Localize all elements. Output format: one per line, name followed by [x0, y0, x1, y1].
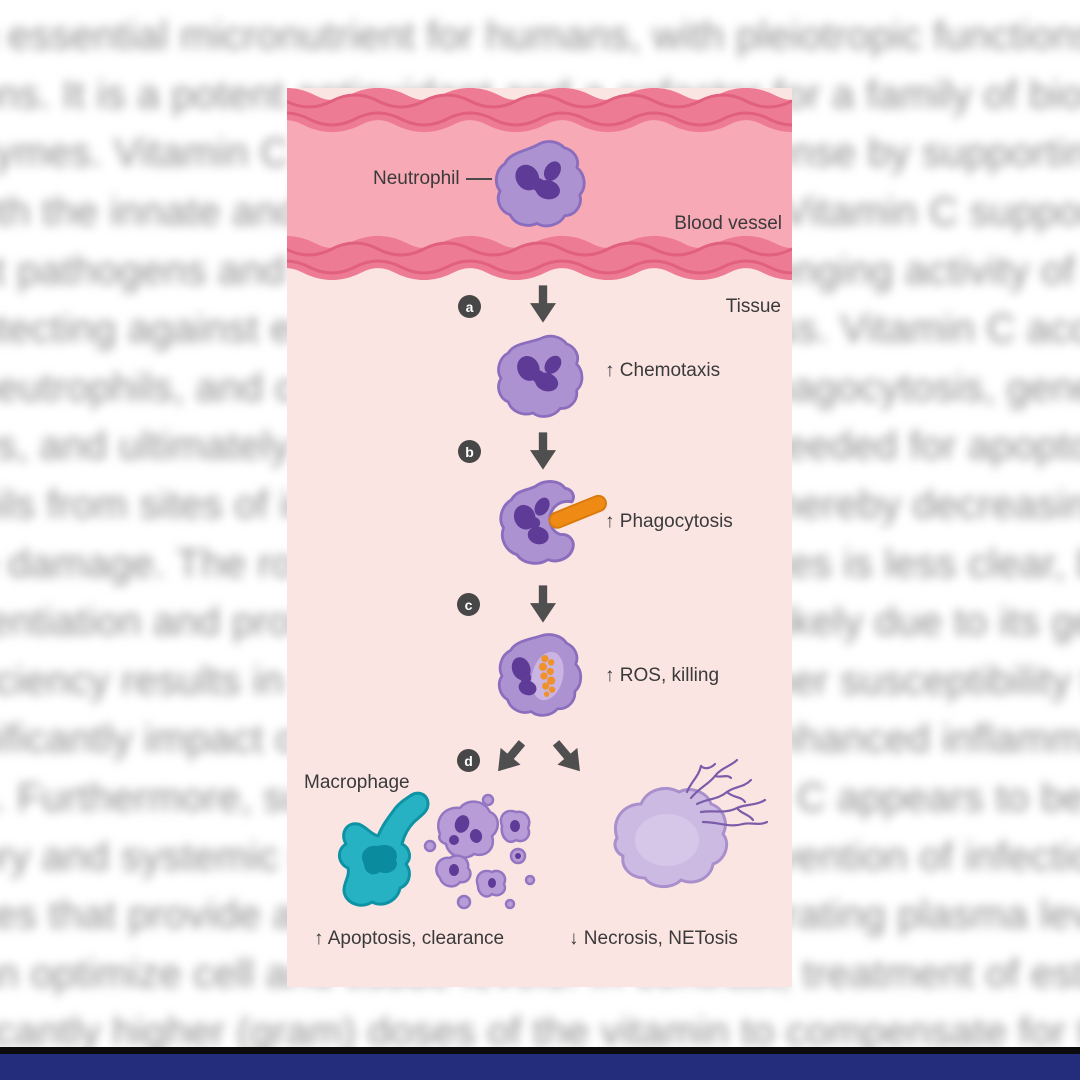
chemotaxis-label: ↑ Chemotaxis — [605, 360, 721, 381]
step-d-badge: d — [457, 749, 480, 772]
step-a-letter: a — [465, 298, 474, 315]
step-a-badge: a — [458, 295, 481, 318]
neutrophil-pointer-line — [466, 178, 492, 180]
arrow-down-icon — [530, 585, 556, 623]
neutrophil-ros-cell — [493, 627, 593, 725]
arrow-down-left-icon — [488, 734, 532, 780]
ros-label: ↑ ROS, killing — [605, 665, 720, 686]
neutrophil-in-vessel — [485, 133, 599, 238]
neutrophil-label: Neutrophil — [373, 168, 460, 189]
step-b-badge: b — [458, 440, 481, 463]
neutrophil-phagocytosis-cell — [492, 473, 622, 573]
phagocytosis-label: ↑ Phagocytosis — [605, 511, 733, 532]
apoptotic-neutrophil-fragments — [418, 786, 538, 916]
figure-panel: Neutrophil Blood vessel Tissue a ↑ Chemo… — [287, 88, 792, 987]
macrophage-label: Macrophage — [304, 772, 410, 793]
netosis-cell — [579, 758, 769, 903]
background-text-line: ficantly higher (gram) doses of the vita… — [0, 1010, 1080, 1054]
arrow-down-icon — [530, 432, 556, 470]
neutrophil-chemotaxis-cell — [492, 330, 592, 425]
apoptosis-label: ↑ Apoptosis, clearance — [314, 928, 505, 949]
blood-vessel-label: Blood vessel — [674, 213, 782, 234]
step-c-letter: c — [464, 596, 473, 613]
footer-navy-bar — [0, 1054, 1080, 1080]
arrow-down-icon — [530, 285, 556, 323]
footer-black-bar — [0, 1047, 1080, 1054]
tissue-label: Tissue — [725, 296, 781, 317]
step-d-letter: d — [464, 752, 473, 769]
step-c-badge: c — [457, 593, 480, 616]
necrosis-label: ↓ Necrosis, NETosis — [569, 928, 738, 949]
step-b-letter: b — [465, 443, 474, 460]
background-text-line: n essential micronutrient for humans, wi… — [0, 14, 1080, 58]
